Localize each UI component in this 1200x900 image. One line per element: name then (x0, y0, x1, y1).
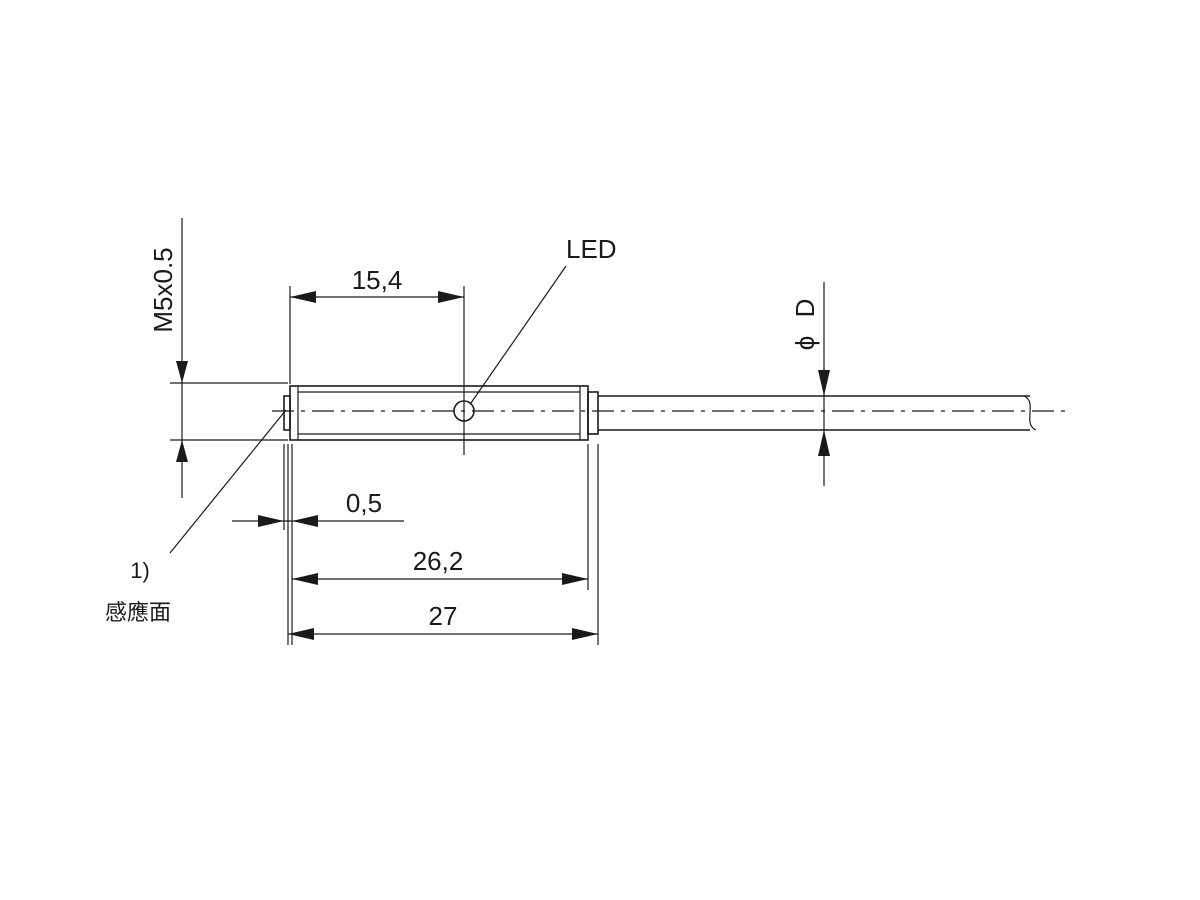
sensing-face (283, 395, 291, 431)
dim-26-2: 26,2 (292, 444, 589, 590)
diameter-dimension: ϕ D (790, 282, 830, 486)
sensing-face-note: 1) 感應面 (105, 409, 287, 626)
sensor-body (272, 385, 1070, 441)
rear-collar (587, 391, 599, 435)
led-callout: LED (470, 234, 617, 404)
dim-26-2-label: 26,2 (413, 546, 464, 576)
note-text: 感應面 (105, 600, 171, 626)
diameter-symbol: ϕ (790, 336, 820, 351)
dim-27: 27 (287, 444, 599, 645)
threaded-housing (289, 385, 589, 441)
dim-0-5: 0,5 (232, 444, 404, 645)
dim-15-4-label: 15,4 (352, 265, 403, 295)
thread-label: M5x0.5 (148, 247, 178, 332)
dim-27-label: 27 (429, 601, 458, 631)
diameter-label: D (790, 299, 820, 318)
cable (598, 395, 1037, 431)
note-ref: 1) (130, 558, 150, 583)
thread-dimension: M5x0.5 (148, 218, 288, 498)
led-label: LED (566, 234, 617, 264)
dim-15-4: 15,4 (289, 265, 465, 455)
dim-0-5-label: 0,5 (346, 488, 382, 518)
